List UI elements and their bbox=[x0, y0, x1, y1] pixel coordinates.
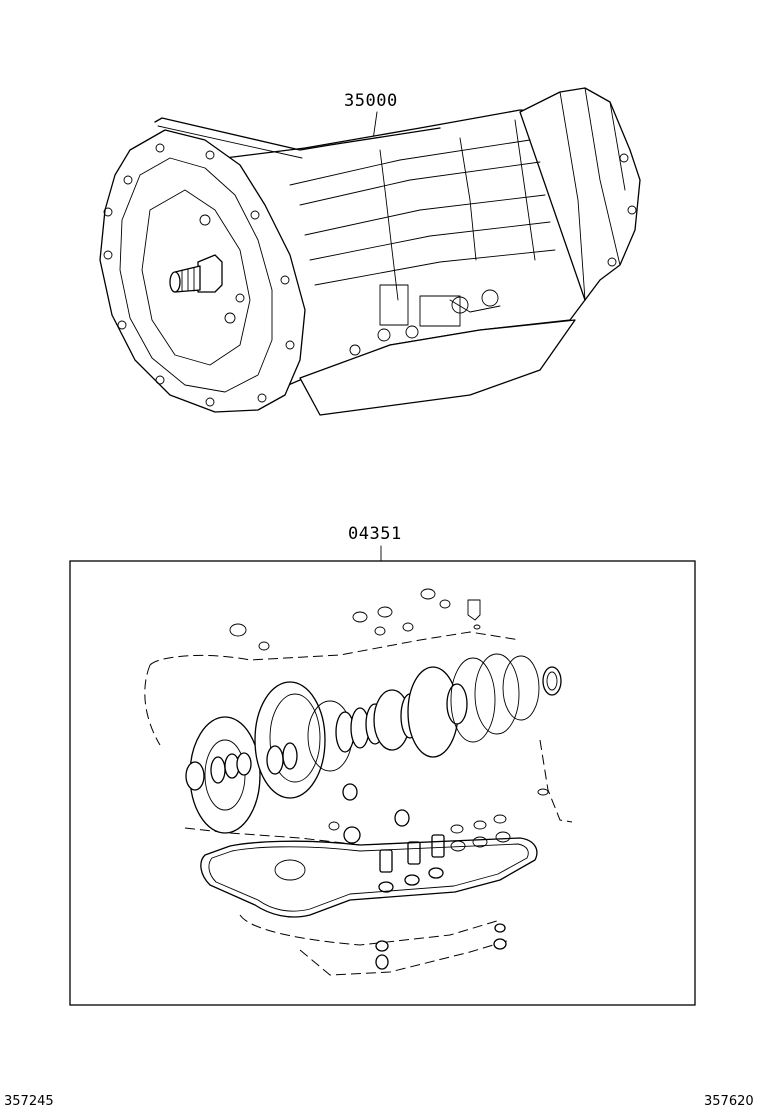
transmission-case bbox=[224, 109, 586, 396]
oil-seal-rear bbox=[542, 666, 562, 696]
dipstick-tube bbox=[154, 117, 441, 151]
part-number-35000: 35000 bbox=[344, 91, 398, 111]
leader-line-35000 bbox=[372, 111, 378, 141]
footer-left-code: 357245 bbox=[4, 1094, 54, 1109]
transmission-oil-pan bbox=[299, 319, 576, 416]
gasket-kit-contents bbox=[144, 588, 573, 976]
gasket-kit-frame bbox=[69, 560, 696, 1006]
filter-gasket bbox=[274, 859, 306, 881]
footer-right-code: 357620 bbox=[704, 1094, 754, 1109]
transmission-assembly-illustration bbox=[99, 87, 641, 416]
input-shaft bbox=[197, 254, 223, 293]
part-number-04351: 04351 bbox=[348, 524, 402, 544]
oil-pan-gasket bbox=[200, 837, 538, 918]
piston-drum bbox=[254, 681, 326, 799]
flange-bolt-holes bbox=[103, 143, 295, 407]
extension-housing bbox=[519, 87, 641, 301]
